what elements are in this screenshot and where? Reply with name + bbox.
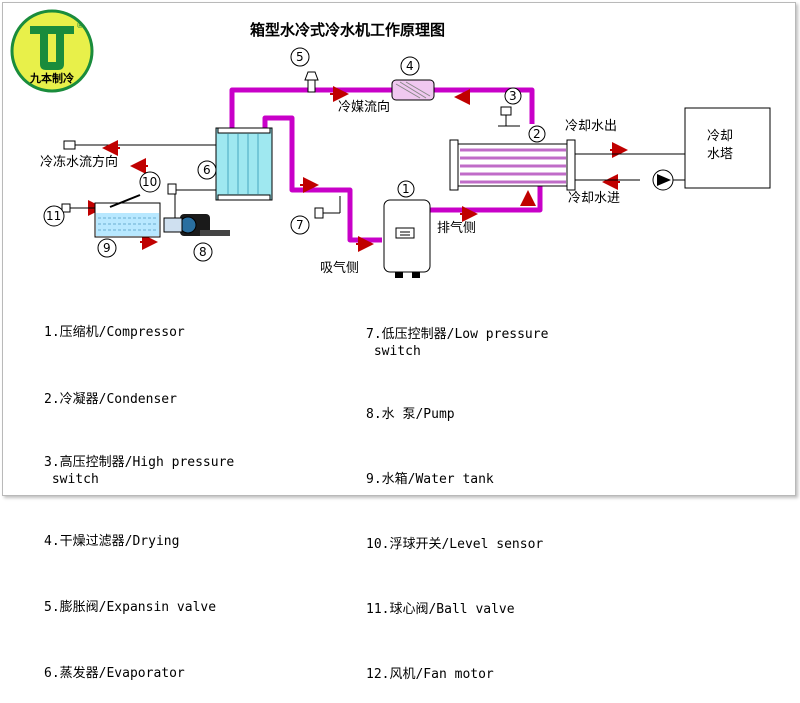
legend-left: 1.压缩机/Compressor 2.冷凝器/Condenser 3.高压控制器…	[44, 290, 234, 702]
flow-arrows	[300, 86, 628, 252]
legend-item: 12.风机/Fan motor	[366, 667, 494, 682]
label-cooling-tower: 冷却 水塔	[707, 129, 737, 162]
evaporator	[215, 127, 273, 201]
legend-item: 7.低压控制器/Low pressure switch	[366, 327, 549, 359]
marker-7: 7	[296, 218, 304, 232]
legend-item: 6.蒸发器/Evaporator	[44, 666, 185, 681]
legend-right: 7.低压控制器/Low pressure switch 8.水 泵/Pump 9…	[366, 292, 548, 703]
marker-9: 9	[103, 241, 111, 255]
diagram: 箱型水冷式冷水机工作原理图	[40, 21, 771, 278]
expansion-valve	[304, 71, 319, 93]
condenser	[449, 139, 576, 191]
label-cooling-tower-line1: 冷却	[707, 129, 733, 144]
ball-valve	[61, 203, 95, 213]
component-markers	[43, 47, 546, 262]
brand-logo: ® 九本制冷	[8, 8, 96, 94]
legend-item: 4.干燥过滤器/Drying	[44, 534, 180, 549]
legend-item: 3.高压控制器/High pressure switch	[44, 455, 235, 487]
label-cooling-tower-line2: 水塔	[707, 147, 733, 162]
legend-item: 8.水 泵/Pump	[366, 407, 455, 422]
water-pump	[163, 214, 230, 236]
legend-item: 2.冷凝器/Condenser	[44, 392, 177, 407]
component-marker-labels: 1 2 3 4 5 6 7 8 9 10 11	[46, 50, 541, 259]
marker-4: 4	[406, 59, 414, 73]
cooling-tower	[684, 107, 771, 189]
level-sensor	[167, 183, 177, 195]
logo-text: 九本制冷	[30, 72, 74, 85]
label-suction-side: 吸气侧	[320, 260, 359, 276]
low-pressure-switch	[314, 196, 341, 219]
legend-item: 11.球心阀/Ball valve	[366, 602, 515, 617]
marker-2: 2	[533, 127, 541, 141]
legend-item: 1.压缩机/Compressor	[44, 325, 185, 340]
marker-8: 8	[199, 245, 207, 259]
marker-6: 6	[203, 163, 211, 177]
water-tank	[94, 194, 161, 238]
marker-5: 5	[296, 50, 304, 64]
label-discharge-side: 排气侧	[437, 220, 476, 236]
label-cooling-water-in: 冷却水进	[568, 191, 620, 206]
label-cooling-water-out: 冷却水出	[565, 119, 617, 134]
marker-11: 11	[46, 209, 61, 223]
logo-registered: ®	[76, 21, 84, 30]
compressor	[383, 199, 431, 278]
legend-item: 9.水箱/Water tank	[366, 472, 494, 487]
diagram-title: 箱型水冷式冷水机工作原理图	[250, 21, 445, 39]
logo-mark-icon: ®	[10, 9, 94, 93]
cooling-water-pump	[652, 169, 674, 191]
label-chilled-water-flow: 冷冻水流方向	[40, 154, 118, 170]
marker-3: 3	[509, 89, 517, 103]
marker-10: 10	[142, 175, 157, 189]
marker-1: 1	[402, 182, 410, 196]
high-pressure-switch	[498, 106, 520, 127]
cooling-water-lines	[575, 153, 685, 181]
legend-item: 5.膨胀阀/Expansin valve	[44, 600, 217, 615]
legend-item: 10.浮球开关/Level sensor	[366, 537, 544, 552]
label-refrigerant-flow: 冷媒流向	[338, 99, 390, 115]
drying-filter	[391, 79, 435, 101]
frame	[2, 2, 796, 496]
